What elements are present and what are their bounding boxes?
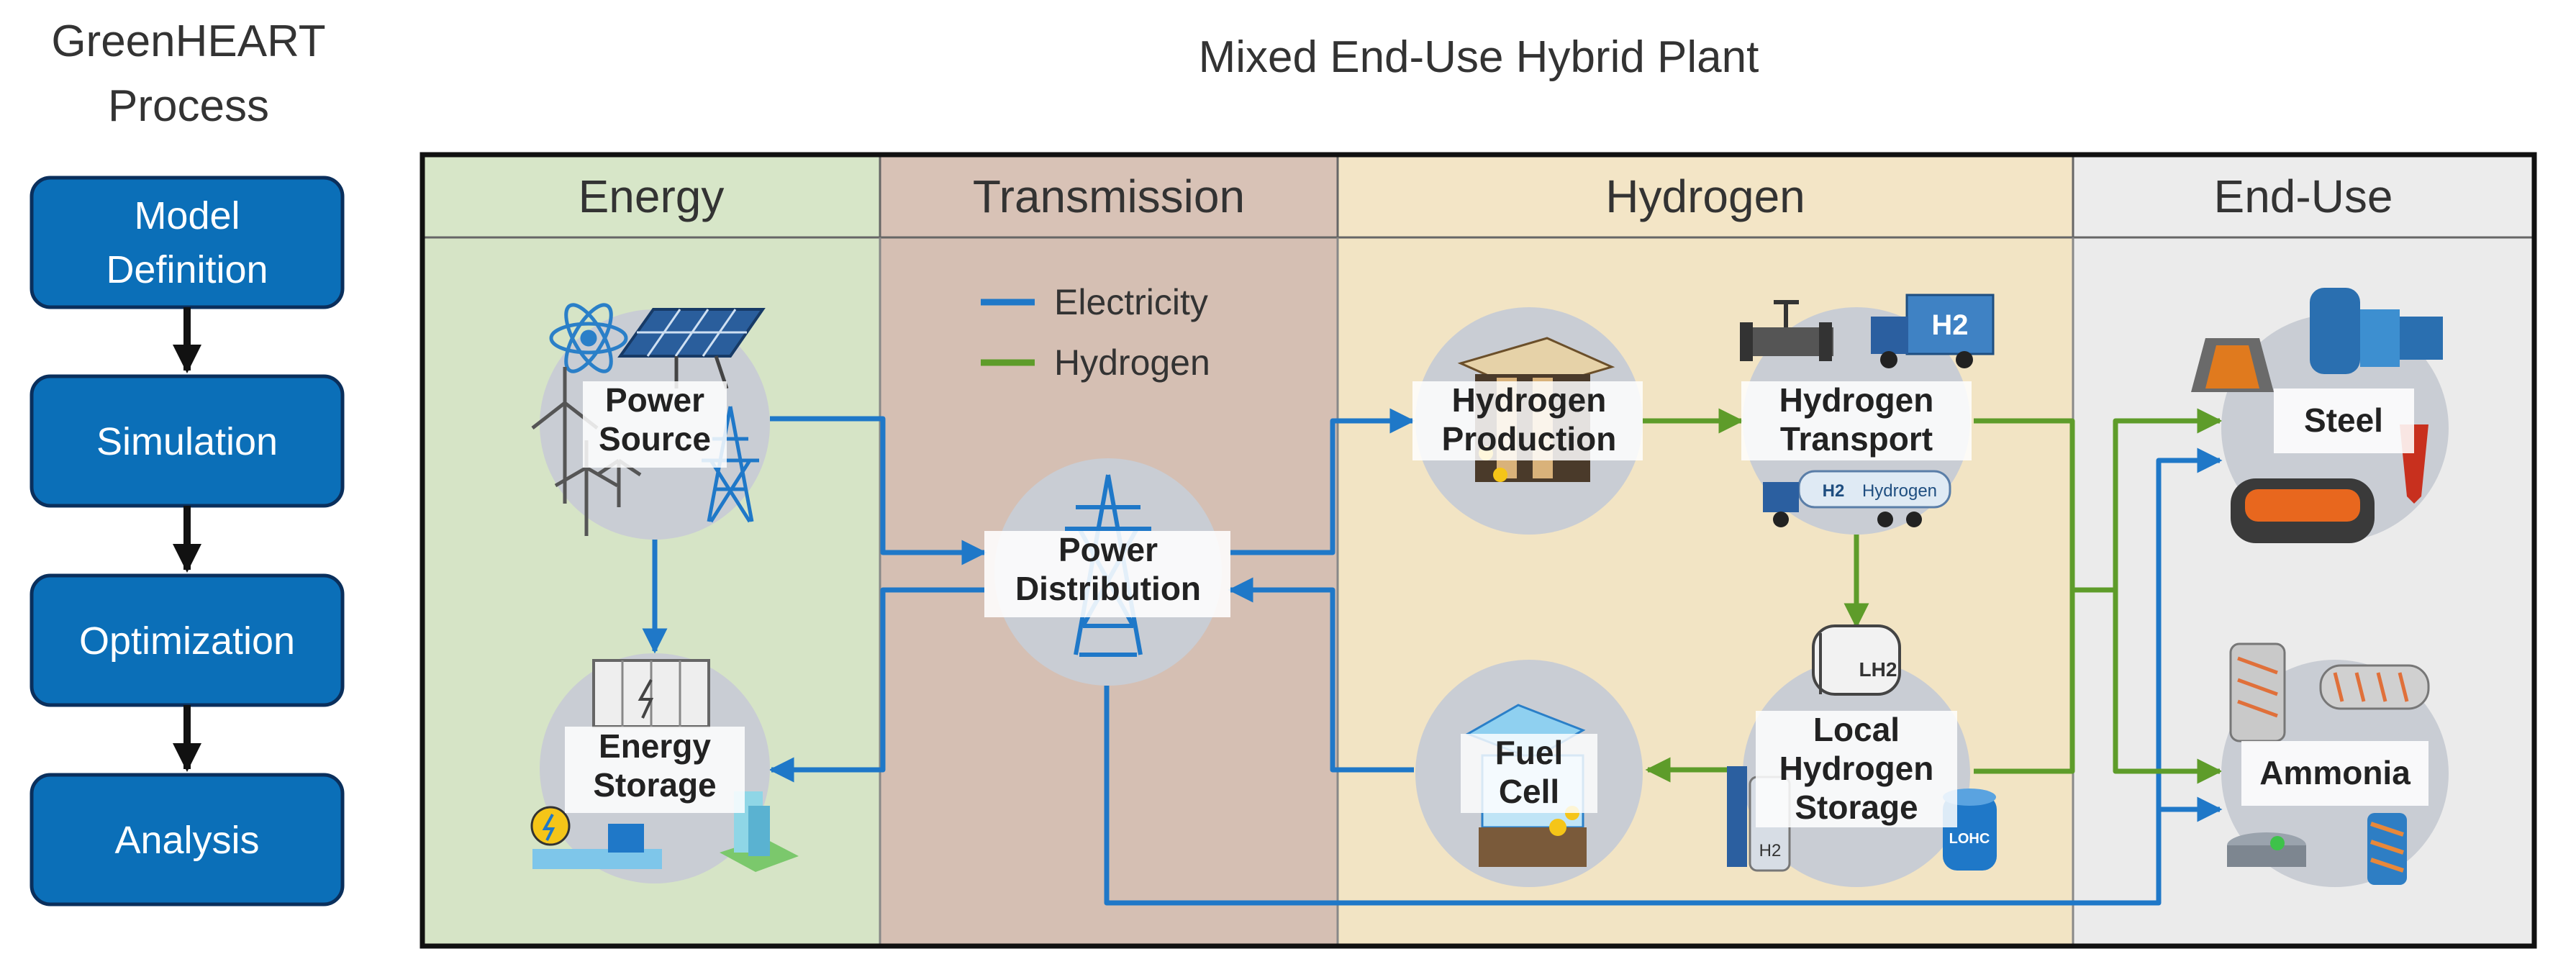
node-label: Storage <box>593 766 716 804</box>
node-label: Hydrogen <box>1452 381 1607 419</box>
node-label: Power <box>1058 531 1158 568</box>
lh2-label: LH2 <box>1859 658 1897 681</box>
node-label: Ammonia <box>2259 754 2411 791</box>
node-fuel-cell[interactable]: Fuel Cell <box>1415 660 1643 887</box>
step-analysis[interactable]: Analysis <box>30 773 345 906</box>
node-label: Cell <box>1499 773 1559 810</box>
node-label: Power <box>605 381 704 419</box>
column-header-energy: Energy <box>579 171 725 222</box>
node-label: Distribution <box>1015 570 1201 607</box>
flow-distribution-to-steel <box>1104 447 2223 906</box>
column-header-hydrogen: Hydrogen <box>1605 171 1805 222</box>
hydro-storage-icon <box>530 806 662 869</box>
node-label: Fuel <box>1495 734 1564 771</box>
column-header-enduse: End-Use <box>2214 171 2393 222</box>
plant-title: Mixed End-Use Hybrid Plant <box>1199 32 1759 82</box>
step-simulation[interactable]: Simulation <box>30 374 345 508</box>
step-label: Simulation <box>96 420 278 463</box>
node-power-source[interactable]: Power Source <box>531 299 770 540</box>
flow-distribution-to-h2-production <box>1230 408 1415 555</box>
legend: Electricity Hydrogen <box>981 282 1210 383</box>
node-energy-storage[interactable]: Energy Storage <box>530 653 799 883</box>
pipeline-icon <box>1740 300 1833 361</box>
flow-distribution-to-storage <box>768 587 984 783</box>
furnace-icon <box>2231 478 2375 543</box>
tanker-trailer-icon: H2 Hydrogen <box>1763 470 1951 527</box>
tank-icon <box>2227 832 2306 867</box>
node-label: Storage <box>1795 789 1918 826</box>
blast-furnace-icon <box>2191 288 2443 392</box>
process-panel: GreenHEART Process Model Definition Simu… <box>30 17 345 906</box>
battery-container-icon <box>592 659 710 728</box>
node-steel[interactable]: Steel <box>2191 288 2449 543</box>
node-label: Local <box>1813 711 1900 748</box>
cylinder-h2-label: H2 <box>1759 841 1782 860</box>
solar-panel-icon <box>617 308 766 389</box>
flow-power-source-to-distribution <box>770 416 987 565</box>
flow-h2-to-steel <box>2072 408 2223 593</box>
node-ammonia[interactable]: Ammonia <box>2221 642 2449 887</box>
column-header-transmission: Transmission <box>973 171 1245 222</box>
h2-truck-label: H2 <box>1931 309 1968 341</box>
node-power-distribution[interactable]: Power Distribution <box>984 458 1230 686</box>
flow-h2-to-ammonia <box>2113 590 2223 784</box>
node-label: Energy <box>599 727 711 765</box>
screw-icon <box>2367 813 2407 885</box>
node-label: Source <box>599 420 711 458</box>
node-label: Steel <box>2304 401 2383 439</box>
step-model-definition[interactable]: Model Definition <box>30 176 345 309</box>
step-label: Definition <box>106 248 268 291</box>
plant-frame <box>419 152 2537 949</box>
step-label: Optimization <box>79 619 295 663</box>
lohc-label: LOHC <box>1949 831 1990 847</box>
atom-icon <box>549 303 628 373</box>
node-label: Transport <box>1780 420 1933 458</box>
trailer-label: Hydrogen <box>1862 481 1937 501</box>
process-title-line1: GreenHEART <box>51 17 325 66</box>
trailer-h2-label: H2 <box>1823 481 1845 501</box>
lh2-tank-icon: LH2 <box>1812 624 1901 696</box>
node-label: Hydrogen <box>1779 750 1934 787</box>
legend-hydrogen-label: Hydrogen <box>1054 342 1210 383</box>
step-label: Analysis <box>114 819 259 862</box>
node-hydrogen-transport[interactable]: H2 H2 Hydrogen Hydrogen Transport <box>1740 294 1995 535</box>
step-label: Model <box>134 194 240 237</box>
flow-fuel-cell-to-distribution <box>1228 577 1414 773</box>
h2-truck-icon: H2 <box>1871 294 1995 368</box>
node-label: Production <box>1442 420 1617 458</box>
node-label: Hydrogen <box>1779 381 1934 419</box>
legend-electricity-label: Electricity <box>1054 282 1208 322</box>
step-optimization[interactable]: Optimization <box>30 573 345 707</box>
process-title-line2: Process <box>108 81 269 131</box>
node-hydrogen-production[interactable]: Hydrogen Production <box>1412 307 1643 535</box>
flow-h2-to-enduse-bus <box>1974 418 2075 774</box>
flows <box>642 408 2223 906</box>
node-local-hydrogen-storage[interactable]: LH2 H2 LOHC Local Hydrogen Storage <box>1727 624 1997 887</box>
